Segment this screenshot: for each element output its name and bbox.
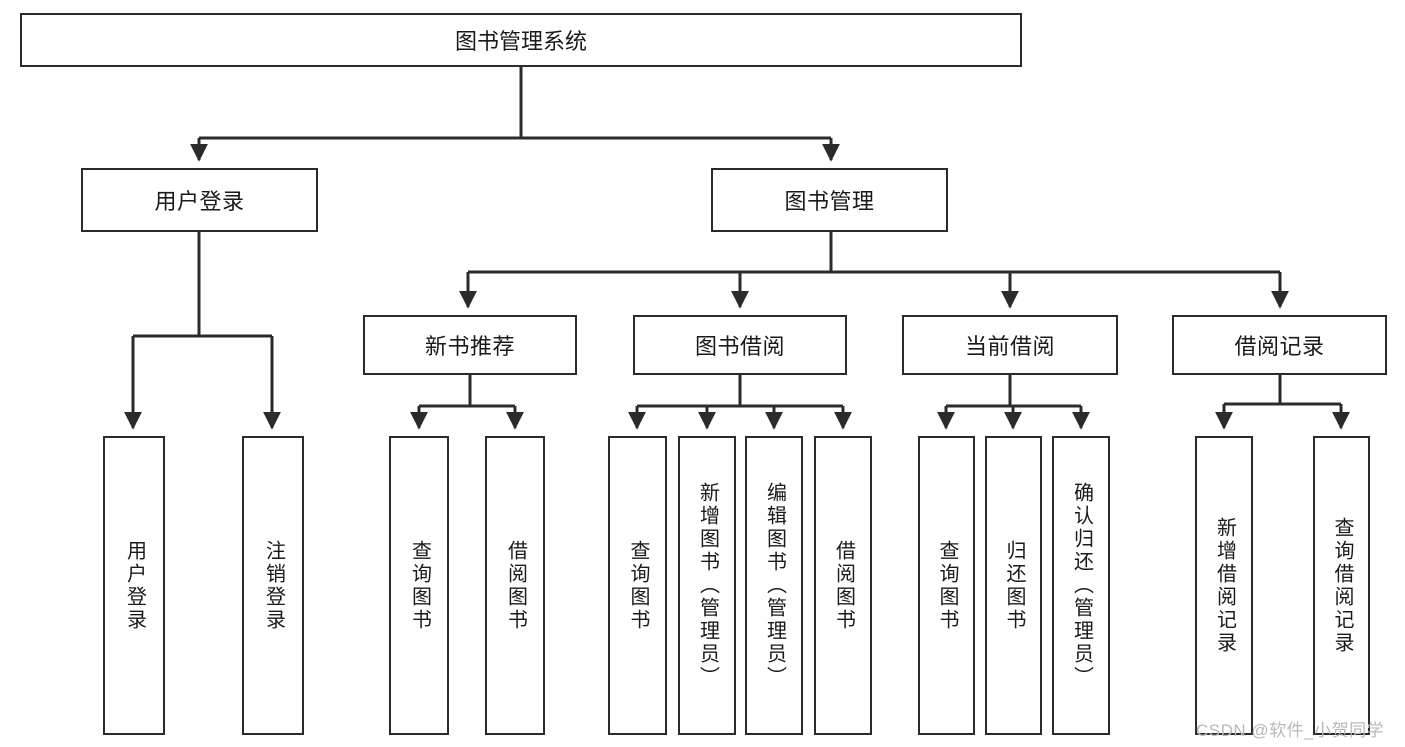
node-leaf-edit-book-admin-label: 编辑图书（管理员） xyxy=(763,482,786,689)
node-book-borrow[interactable]: 图书借阅 xyxy=(633,315,847,375)
node-leaf-borrow-book-rec[interactable]: 借阅图书 xyxy=(485,436,545,735)
node-leaf-user-logout[interactable]: 注销登录 xyxy=(242,436,304,735)
node-leaf-add-borrow-record[interactable]: 新增借阅记录 xyxy=(1195,436,1253,735)
node-leaf-query-borrow-record[interactable]: 查询借阅记录 xyxy=(1313,436,1370,735)
node-leaf-borrow-book-label: 借阅图书 xyxy=(832,539,855,632)
node-leaf-confirm-return-admin-label: 确认归还（管理员） xyxy=(1070,482,1093,689)
node-leaf-user-login[interactable]: 用户登录 xyxy=(103,436,165,735)
node-leaf-user-login-label: 用户登录 xyxy=(123,539,146,632)
node-borrow-record-label: 借阅记录 xyxy=(1234,334,1325,359)
node-current-borrow-label: 当前借阅 xyxy=(964,334,1055,359)
node-leaf-query-book-label: 查询图书 xyxy=(627,539,649,632)
node-leaf-confirm-return-admin[interactable]: 确认归还（管理员） xyxy=(1052,436,1110,735)
node-leaf-add-book-admin-label: 新增图书（管理员） xyxy=(696,482,719,689)
node-leaf-edit-book-admin[interactable]: 编辑图书（管理员） xyxy=(745,436,803,735)
node-leaf-query-book-cur[interactable]: 查询图书 xyxy=(918,436,975,735)
node-root-label: 图书管理系统 xyxy=(454,29,587,54)
node-book-manage-label: 图书管理 xyxy=(784,189,875,214)
node-leaf-query-borrow-record-label: 查询借阅记录 xyxy=(1331,516,1353,655)
node-leaf-query-book[interactable]: 查询图书 xyxy=(608,436,667,735)
node-leaf-borrow-book-rec-label: 借阅图书 xyxy=(504,539,527,632)
node-leaf-user-logout-label: 注销登录 xyxy=(262,539,285,632)
node-root[interactable]: 图书管理系统 xyxy=(20,13,1022,67)
csdn-watermark: CSDN @软件_小贺同学 xyxy=(1196,721,1385,740)
node-new-book-recommend[interactable]: 新书推荐 xyxy=(363,315,577,375)
node-user-login-label: 用户登录 xyxy=(154,189,245,214)
node-leaf-add-borrow-record-label: 新增借阅记录 xyxy=(1213,516,1236,655)
node-leaf-query-book-rec-label: 查询图书 xyxy=(408,539,431,632)
node-leaf-return-book[interactable]: 归还图书 xyxy=(985,436,1042,735)
node-new-book-recommend-label: 新书推荐 xyxy=(424,334,515,359)
node-book-borrow-label: 图书借阅 xyxy=(694,334,785,359)
node-leaf-borrow-book[interactable]: 借阅图书 xyxy=(814,436,872,735)
node-book-manage[interactable]: 图书管理 xyxy=(711,168,948,232)
node-leaf-add-book-admin[interactable]: 新增图书（管理员） xyxy=(678,436,736,735)
node-user-login[interactable]: 用户登录 xyxy=(81,168,318,232)
node-leaf-query-book-rec[interactable]: 查询图书 xyxy=(389,436,449,735)
node-leaf-query-book-cur-label: 查询图书 xyxy=(936,539,958,632)
node-current-borrow[interactable]: 当前借阅 xyxy=(902,315,1118,375)
node-leaf-return-book-label: 归还图书 xyxy=(1003,539,1025,632)
node-borrow-record[interactable]: 借阅记录 xyxy=(1172,315,1387,375)
